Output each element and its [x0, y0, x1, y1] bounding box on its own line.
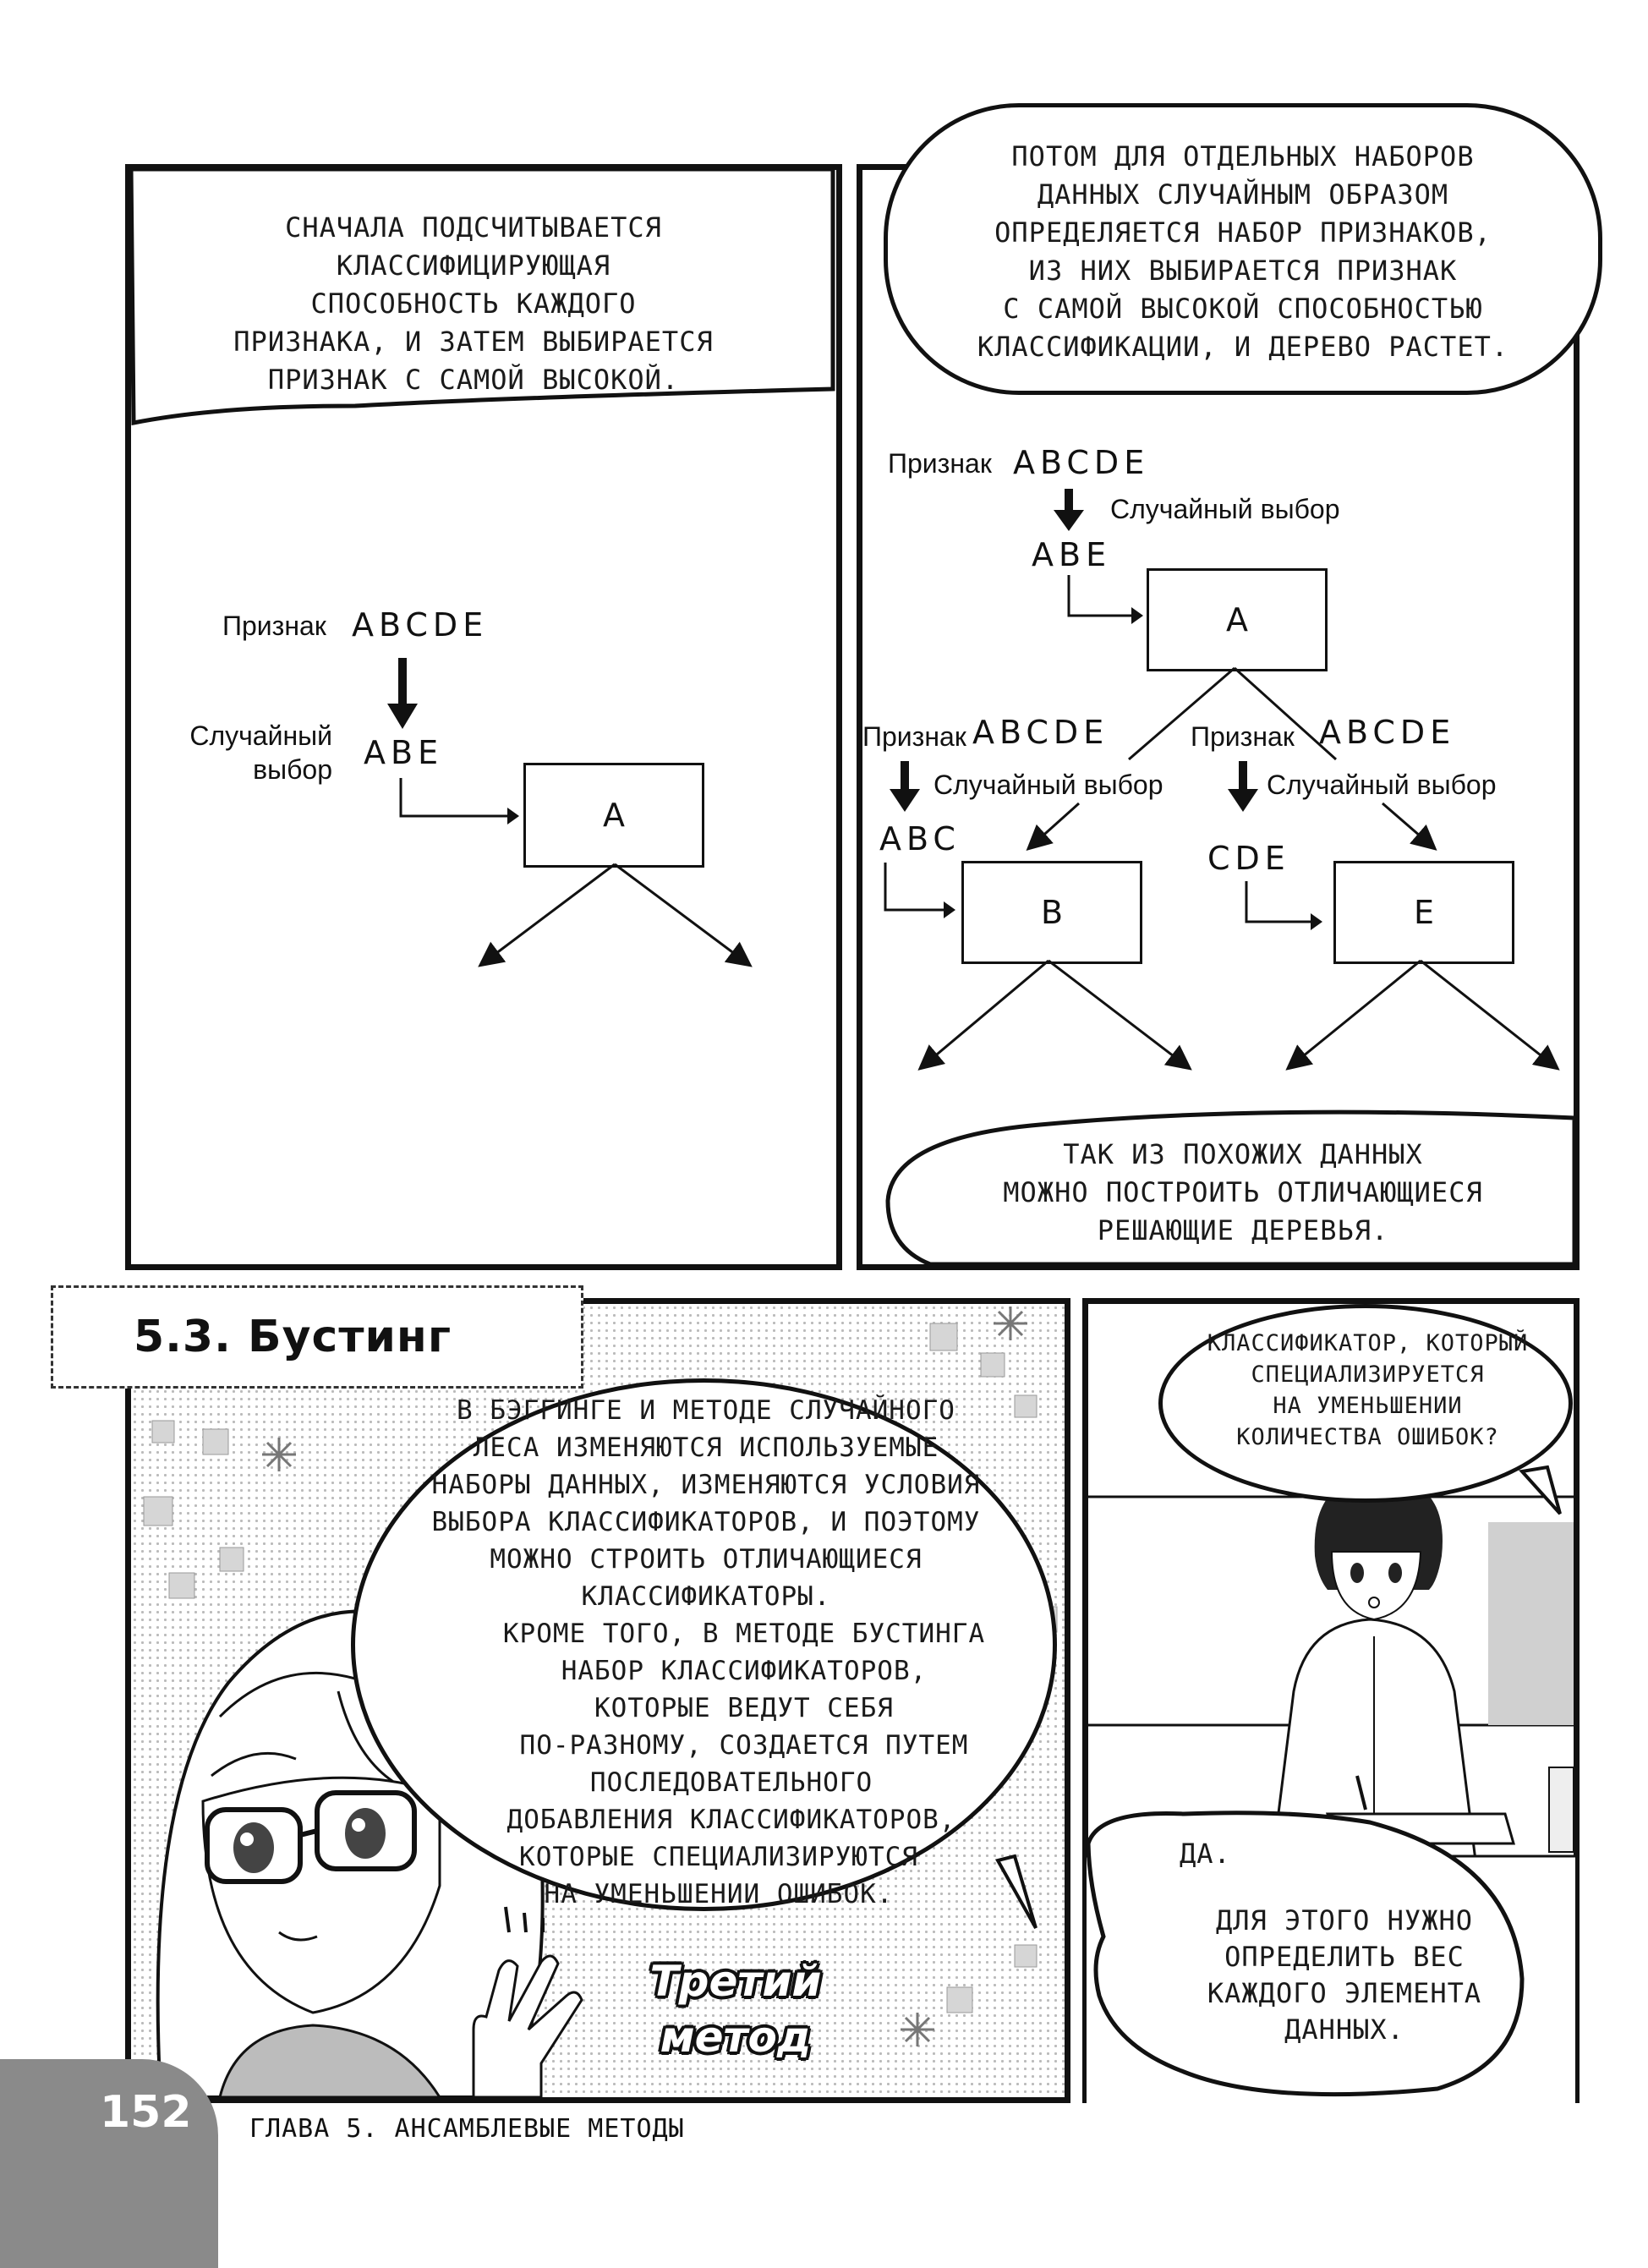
panel3-line: которые ведут себя: [594, 1693, 894, 1723]
panel2-bottom-line: Так из похожих данных: [1063, 1138, 1423, 1170]
panel1-bubble-line: признака, и затем выбирается: [233, 326, 714, 358]
panel1-feature-label: Признак: [222, 611, 326, 641]
panel3-line: наборы данных, изменяются условия: [431, 1470, 981, 1500]
panel2-left-selected: ABC: [879, 820, 961, 857]
panel3-bubble-text: В бэггинге и методе случайного леса изме…: [372, 1392, 1040, 1913]
panel2-top-line: данных случайным образом: [1037, 178, 1449, 211]
panel3-line: набор классификаторов,: [561, 1656, 928, 1686]
page-number-tab: [0, 2059, 218, 2268]
panel3-line: леса изменяются используемые: [473, 1433, 939, 1463]
panel1-letters-all: ABCDE: [352, 606, 489, 644]
panel2-top-line: с самой высокой способностью: [1003, 293, 1483, 325]
panel4-question-bubble: [1158, 1304, 1573, 1503]
panel2-letters-right: ABCDE: [1319, 714, 1456, 751]
panel1-random-label-line: Случайный: [189, 720, 332, 751]
panel2-top-line: определяется набор признаков,: [994, 216, 1492, 249]
chapter-footer: ГЛАВА 5. АНСАМБЛЕВЫЕ МЕТОДЫ: [249, 2114, 685, 2144]
sfx-line: Третий: [649, 1957, 822, 2006]
panel1-bubble-line: классифицирующая: [336, 249, 611, 282]
panel2-letters-root: ABCDE: [1013, 444, 1150, 481]
panel4-question-line: специализируется: [1251, 1361, 1485, 1388]
panel4-question-text: Классификатор, который специализируется …: [1175, 1328, 1560, 1453]
panel4-question-line: количества ошибок?: [1236, 1424, 1499, 1450]
panel2-feature-label-right: Признак: [1191, 721, 1295, 752]
sfx-line: метод: [660, 2013, 812, 2062]
section-title: 5.3. Бустинг: [51, 1285, 583, 1389]
panel2-top-line: Потом для отдельных наборов: [1011, 140, 1475, 173]
sfx-third-method: Третий метод: [617, 1953, 854, 2065]
panel2-root-selected: ABE: [1032, 536, 1112, 573]
panel1-random-label-line: выбор: [253, 754, 332, 785]
panel1-bubble-text: Сначала подсчитывается классифицирующая …: [169, 209, 778, 399]
panel3-line: Кроме того, в методе бустинга: [502, 1619, 986, 1649]
panel4-answer-line: данных.: [1284, 2013, 1404, 2046]
panel3-bubble: [351, 1378, 1057, 1911]
panel2-letters-left: ABCDE: [972, 714, 1109, 751]
panel4-answer-line: определить вес: [1224, 1941, 1465, 1973]
panel3-line: на уменьшении ошибок.: [544, 1879, 894, 1909]
panel2-node-a: A: [1147, 568, 1328, 671]
panel2-top-bubble: [884, 103, 1602, 395]
panel2-top-line: из них выбирается признак: [1028, 255, 1458, 287]
panel2-random-left: Случайный выбор: [934, 770, 1163, 800]
panel3-line: выбора классификаторов, и поэтому: [431, 1507, 981, 1537]
panel4-answer-short: Да.: [1180, 1838, 1231, 1870]
panel3-line: классификаторы.: [581, 1581, 831, 1612]
panel1-letters-selected: ABE: [364, 734, 444, 771]
panel1-bubble-line: Сначала подсчитывается: [285, 211, 662, 244]
panel4-answer-line: каждого элемента: [1207, 1977, 1482, 2009]
panel2-right-selected: CDE: [1207, 840, 1290, 877]
panel3-line: которые специализируются: [519, 1842, 918, 1872]
panel2-feature-label-root: Признак: [888, 448, 992, 479]
panel3-line: по-разному, создается путем: [519, 1730, 969, 1761]
panel4-question-line: на уменьшении: [1273, 1393, 1463, 1419]
panel2-random-right: Случайный выбор: [1267, 770, 1497, 800]
panel2-bottom-bubble-text: Так из похожих данных можно построить от…: [922, 1136, 1564, 1250]
panel3-line: можно строить отличающиеся: [490, 1544, 923, 1575]
panel3-line: В бэггинге и методе случайного: [457, 1395, 955, 1426]
panel2-feature-label-left: Признак: [862, 721, 966, 752]
panel3-line: добавления классификаторов,: [506, 1805, 956, 1835]
page-number: 152: [100, 2087, 192, 2138]
panel2-random-root: Случайный выбор: [1110, 494, 1340, 524]
panel2-bottom-line: можно построить отличающиеся: [1003, 1176, 1483, 1208]
panel4-question-line: Классификатор, который: [1207, 1330, 1529, 1356]
panel2-top-bubble-text: Потом для отдельных наборов данных случа…: [909, 138, 1577, 366]
panel4-answer-text: Для этого нужно определить вес каждого э…: [1171, 1903, 1518, 2048]
panel1-bubble-line: способность каждого: [310, 288, 637, 320]
panel2-top-line: классификации, и дерево растет.: [977, 331, 1509, 363]
panel2-bottom-line: решающие деревья.: [1097, 1214, 1389, 1246]
panel4-answer-line: Для этого нужно: [1216, 1904, 1473, 1937]
panel1-bubble-line: признак с самой высокой.: [267, 364, 680, 396]
panel3-line: последовательного: [589, 1767, 873, 1798]
panel1-random-label: Случайный выбор: [182, 719, 332, 786]
